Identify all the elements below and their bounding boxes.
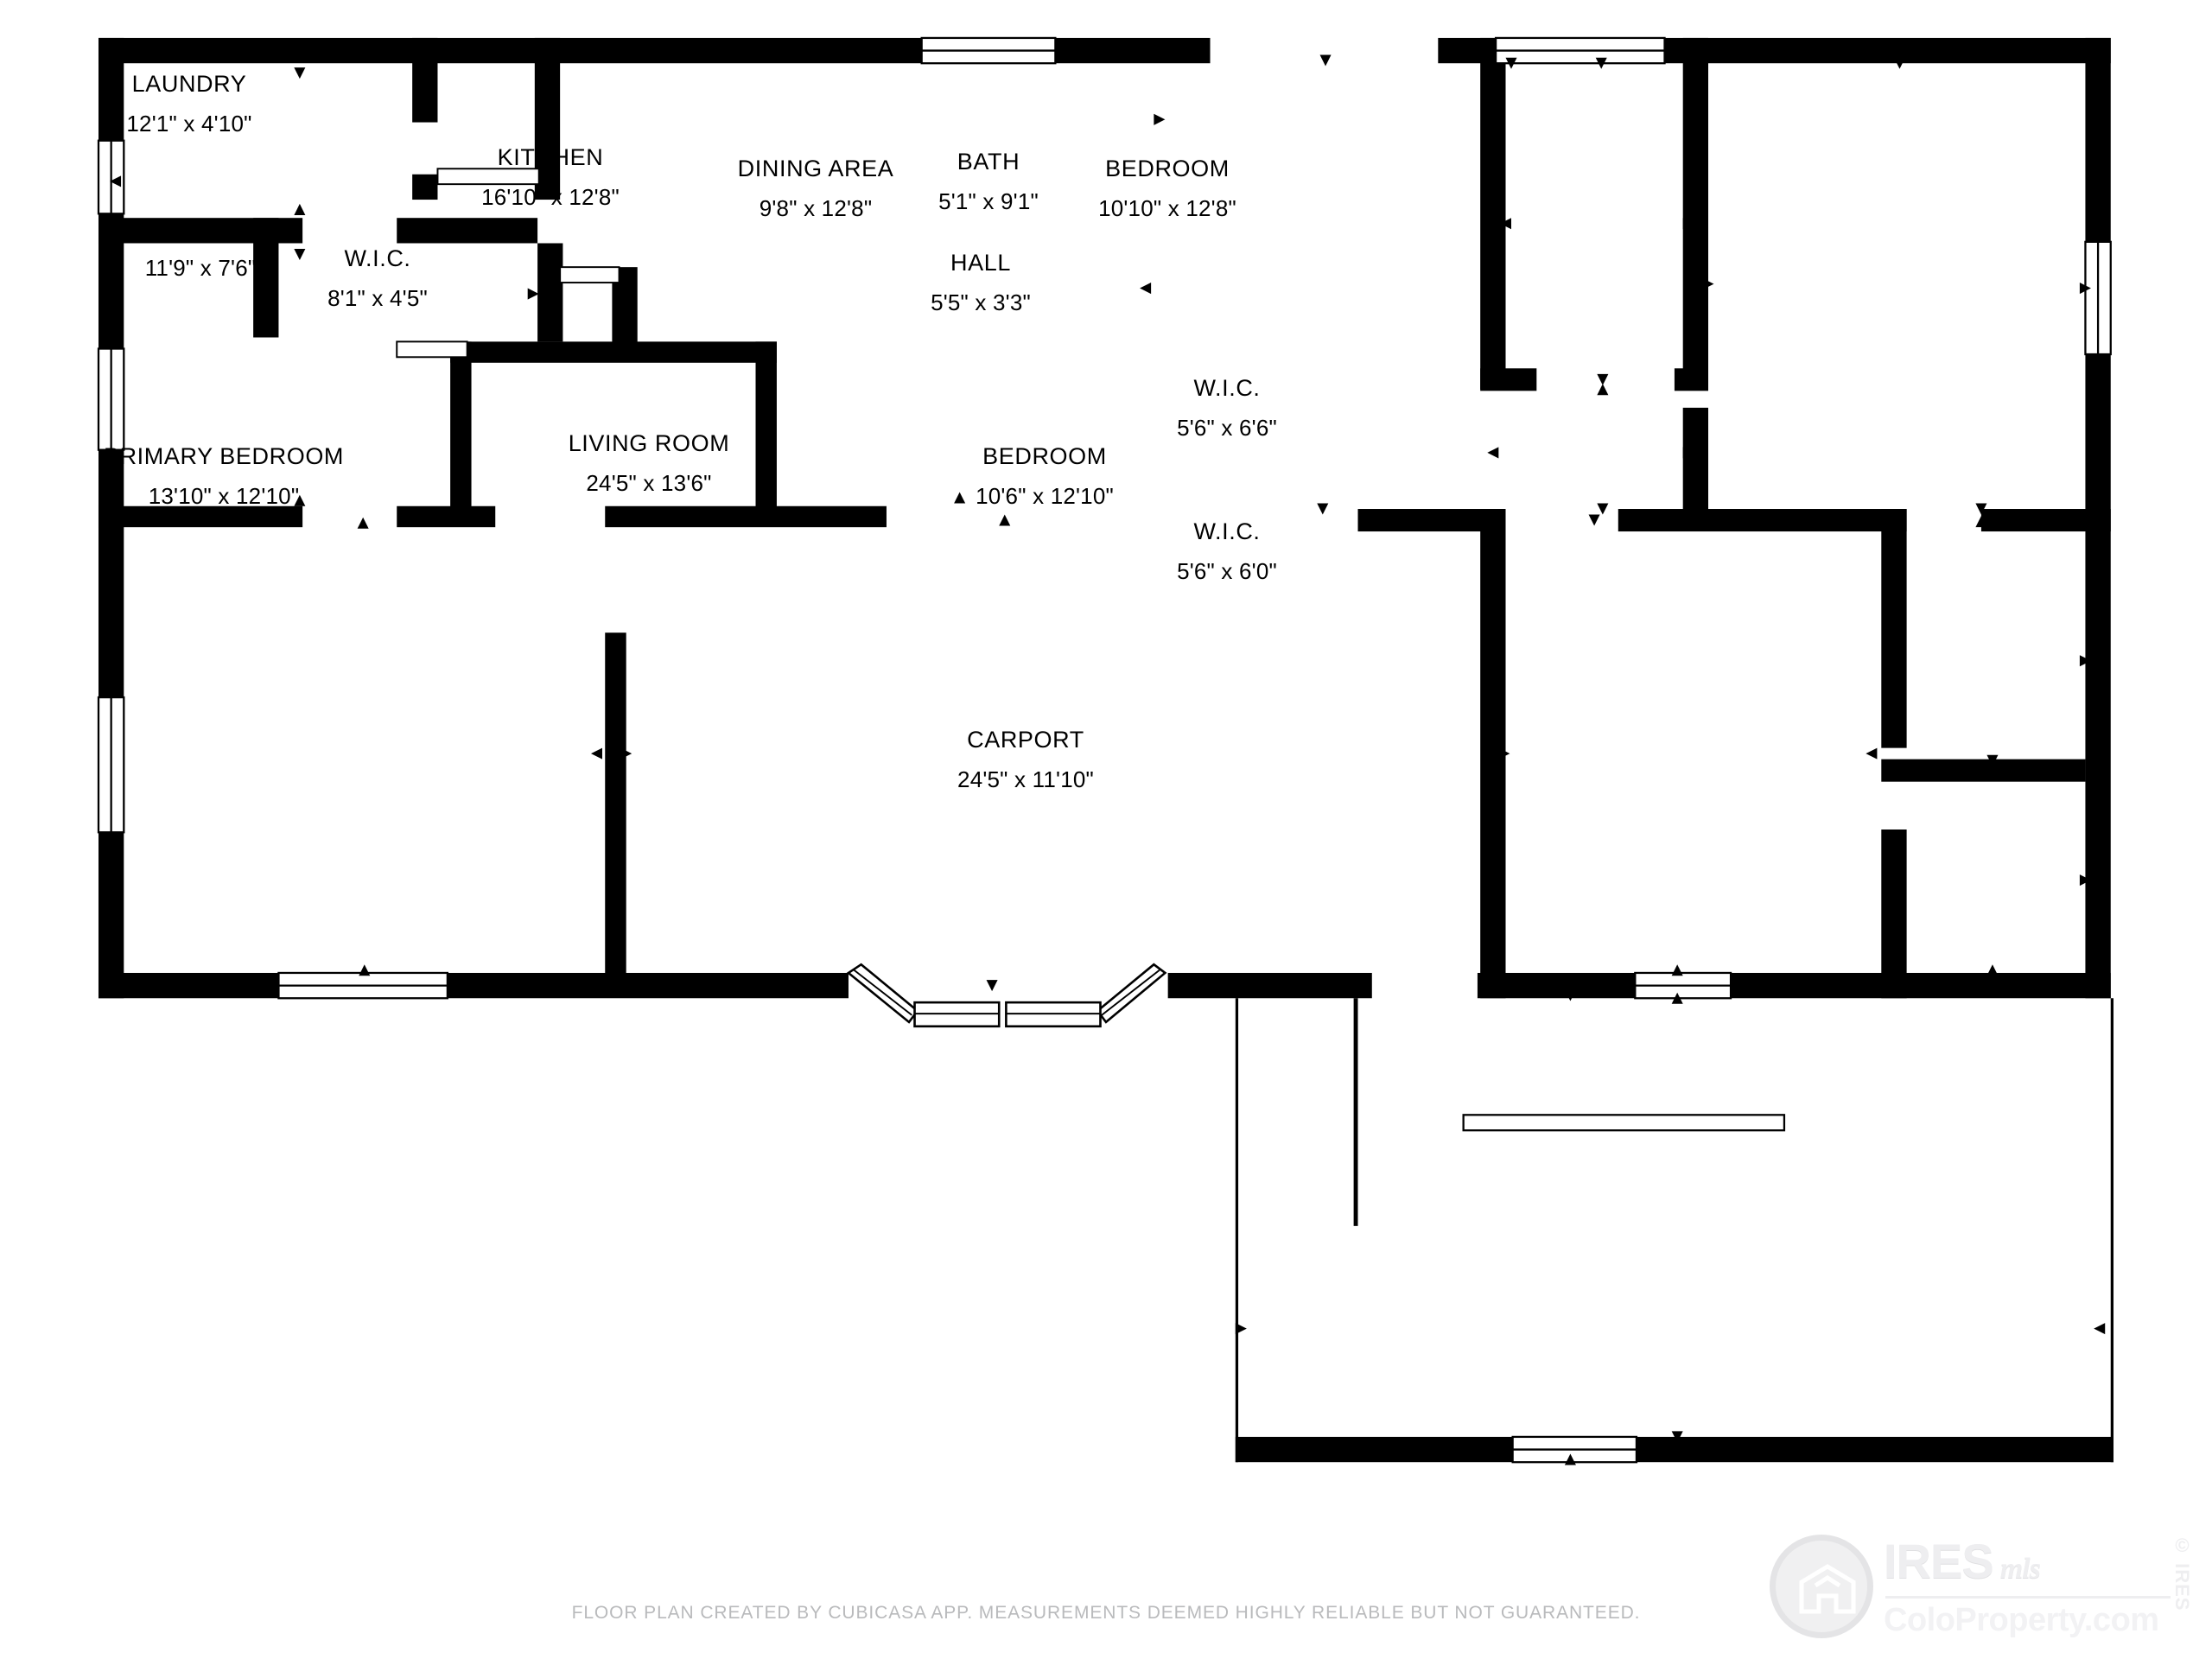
- window-bottom-bedroom: [1634, 971, 1732, 1000]
- window-left-bath: [97, 347, 125, 451]
- house-icon: [1799, 1564, 1856, 1614]
- door-markers-group: [110, 54, 2106, 1465]
- door-opening-kitchen-closet: [559, 266, 620, 284]
- walls-group: [98, 37, 2114, 1463]
- window-top-kitchen: [920, 36, 1057, 65]
- window-carport-bottom: [1511, 1435, 1638, 1464]
- windows-group: [97, 36, 2112, 1464]
- logo-copyright: © IRES: [2171, 1535, 2193, 1611]
- logo-brand: IRES: [1884, 1534, 1994, 1588]
- window-top-bath: [1494, 36, 1666, 65]
- door-opening-wic-center-top: [396, 340, 468, 359]
- carport-storage-shelf: [1462, 1114, 1786, 1132]
- door-opening-laundry-closet: [436, 168, 540, 186]
- footer-disclaimer: FLOOR PLAN CREATED BY CUBICASA APP. MEAS…: [571, 1603, 1641, 1623]
- logo-site: ColoProperty.com: [1884, 1602, 2159, 1638]
- window-left-primary-bedroom: [97, 696, 125, 834]
- bay-window-living-room: [846, 963, 1167, 1028]
- logo-mls-script: mls: [1999, 1553, 2041, 1585]
- window-right-bedroom: [2084, 240, 2112, 356]
- logo-circle-badge: [1770, 1535, 1873, 1638]
- window-bottom-primary-bedroom: [277, 971, 449, 1000]
- logo-divider: [1885, 1596, 2171, 1599]
